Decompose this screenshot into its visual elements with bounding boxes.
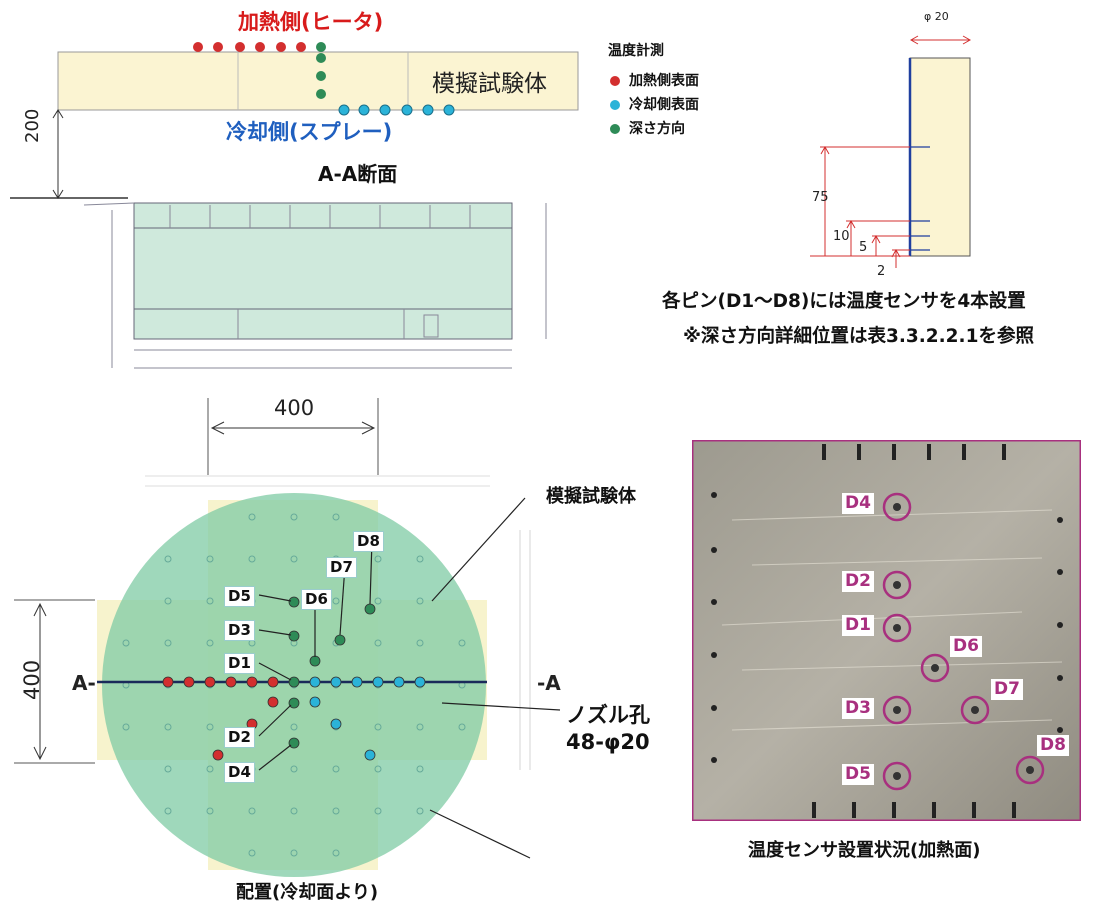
legend-item-heating: 加熱側表面 [610,70,699,90]
nozzle-hole [416,765,424,773]
nozzle-hole [290,849,298,857]
nozzle-hole [206,555,214,563]
nozzle-hole [290,765,298,773]
nozzle-hole [374,807,382,815]
nozzle-hole [332,849,340,857]
nozzle-hole [374,597,382,605]
nozzle-hole [248,555,256,563]
layout-caption: 配置(冷却面より) [236,882,379,903]
nozzle-hole [374,639,382,647]
section-marker-right: -A [537,671,561,695]
nozzle-hole [374,723,382,731]
photo-label-d1: D1 [842,615,874,636]
nozzle-hole [248,807,256,815]
nozzle-hole [416,555,424,563]
nozzle-hole [290,807,298,815]
layout-specimen-label: 模擬試験体 [546,486,636,507]
nozzle-hole [458,639,466,647]
heating-sensors [193,42,306,52]
specimen-label: 模擬試験体 [432,71,547,97]
photo-label-d4: D4 [842,493,874,514]
nozzle-hole [374,765,382,773]
cooling-sensors [338,104,455,116]
sensor-layout-drawing [14,398,561,877]
nozzle-hole [332,597,340,605]
cooling-side-label: 冷却側(スプレー) [226,120,393,144]
nozzle-hole [206,807,214,815]
width-dimension: 400 [274,396,315,420]
pin-label-d7: D7 [326,557,357,578]
pin-label-d4: D4 [224,762,255,783]
photo-label-d5: D5 [842,764,874,785]
pin-detail-drawing [810,35,972,268]
nozzle-hole [206,765,214,773]
nozzle-hole [164,555,172,563]
nozzle-hole [164,765,172,773]
green-dot-icon [610,124,620,134]
depth-sensors [316,42,326,99]
nozzle-hole [290,723,298,731]
nozzle-hole [458,723,466,731]
nozzle-hole [206,597,214,605]
cyan-dot-icon [610,100,620,110]
nozzle-hole [332,765,340,773]
photo-label-d3: D3 [842,698,874,719]
photo-label-d2: D2 [842,571,874,592]
nozzle-hole [206,639,214,647]
height-dimension: 400 [20,659,44,700]
nozzle-hole [164,723,172,731]
pin-note-line2: ※深さ方向詳細位置は表3.3.2.2.1を参照 [683,326,1034,347]
pin-diameter-label: φ 20 [924,10,949,23]
heating-side-label: 加熱側(ヒータ) [238,10,384,34]
nozzle-hole [332,513,340,521]
nozzle-hole [206,723,214,731]
photo-label-d8: D8 [1037,735,1069,756]
photo-label-d7: D7 [991,679,1023,700]
legend-title: 温度計測 [608,43,664,59]
photo-caption: 温度センサ設置状況(加熱面) [748,840,981,861]
nozzle-hole [122,723,130,731]
photo-label-d6: D6 [950,636,982,657]
red-dot-icon [610,76,620,86]
pin-label-d5: D5 [224,586,255,607]
dim-5-label: 5 [859,240,868,255]
distance-dimension: 200 [22,108,43,143]
nozzle-hole [290,555,298,563]
section-title: A-A断面 [318,162,398,186]
pin-label-d3: D3 [224,620,255,641]
legend-item-cooling: 冷却側表面 [610,94,699,114]
nozzle-hole [416,807,424,815]
dim-75-label: 75 [812,190,829,205]
dim-2-label: 2 [877,264,886,279]
nozzle-hole [374,555,382,563]
nozzle-hole [416,639,424,647]
pin-label-d1: D1 [224,653,255,674]
dim-10-label: 10 [833,229,850,244]
installation-photo [692,440,1081,821]
pin-label-d6: D6 [301,589,332,610]
section-marker-left: A- [72,671,96,695]
nozzle-hole [248,849,256,857]
nozzle-hole [290,513,298,521]
nozzle-hole [332,807,340,815]
pin-note-line1: 各ピン(D1～D8)には温度センサを4本設置 [662,291,1026,312]
legend-item-depth: 深さ方向 [610,118,685,138]
nozzle-hole [416,723,424,731]
nozzle-hole [416,597,424,605]
nozzle-hole [164,597,172,605]
nozzle-hole [164,639,172,647]
nozzle-hole [248,513,256,521]
nozzle-hole [122,639,130,647]
pin-label-d2: D2 [224,727,255,748]
pin-label-d8: D8 [353,531,384,552]
cross-section-schematic [10,42,579,369]
nozzle-hole [164,807,172,815]
